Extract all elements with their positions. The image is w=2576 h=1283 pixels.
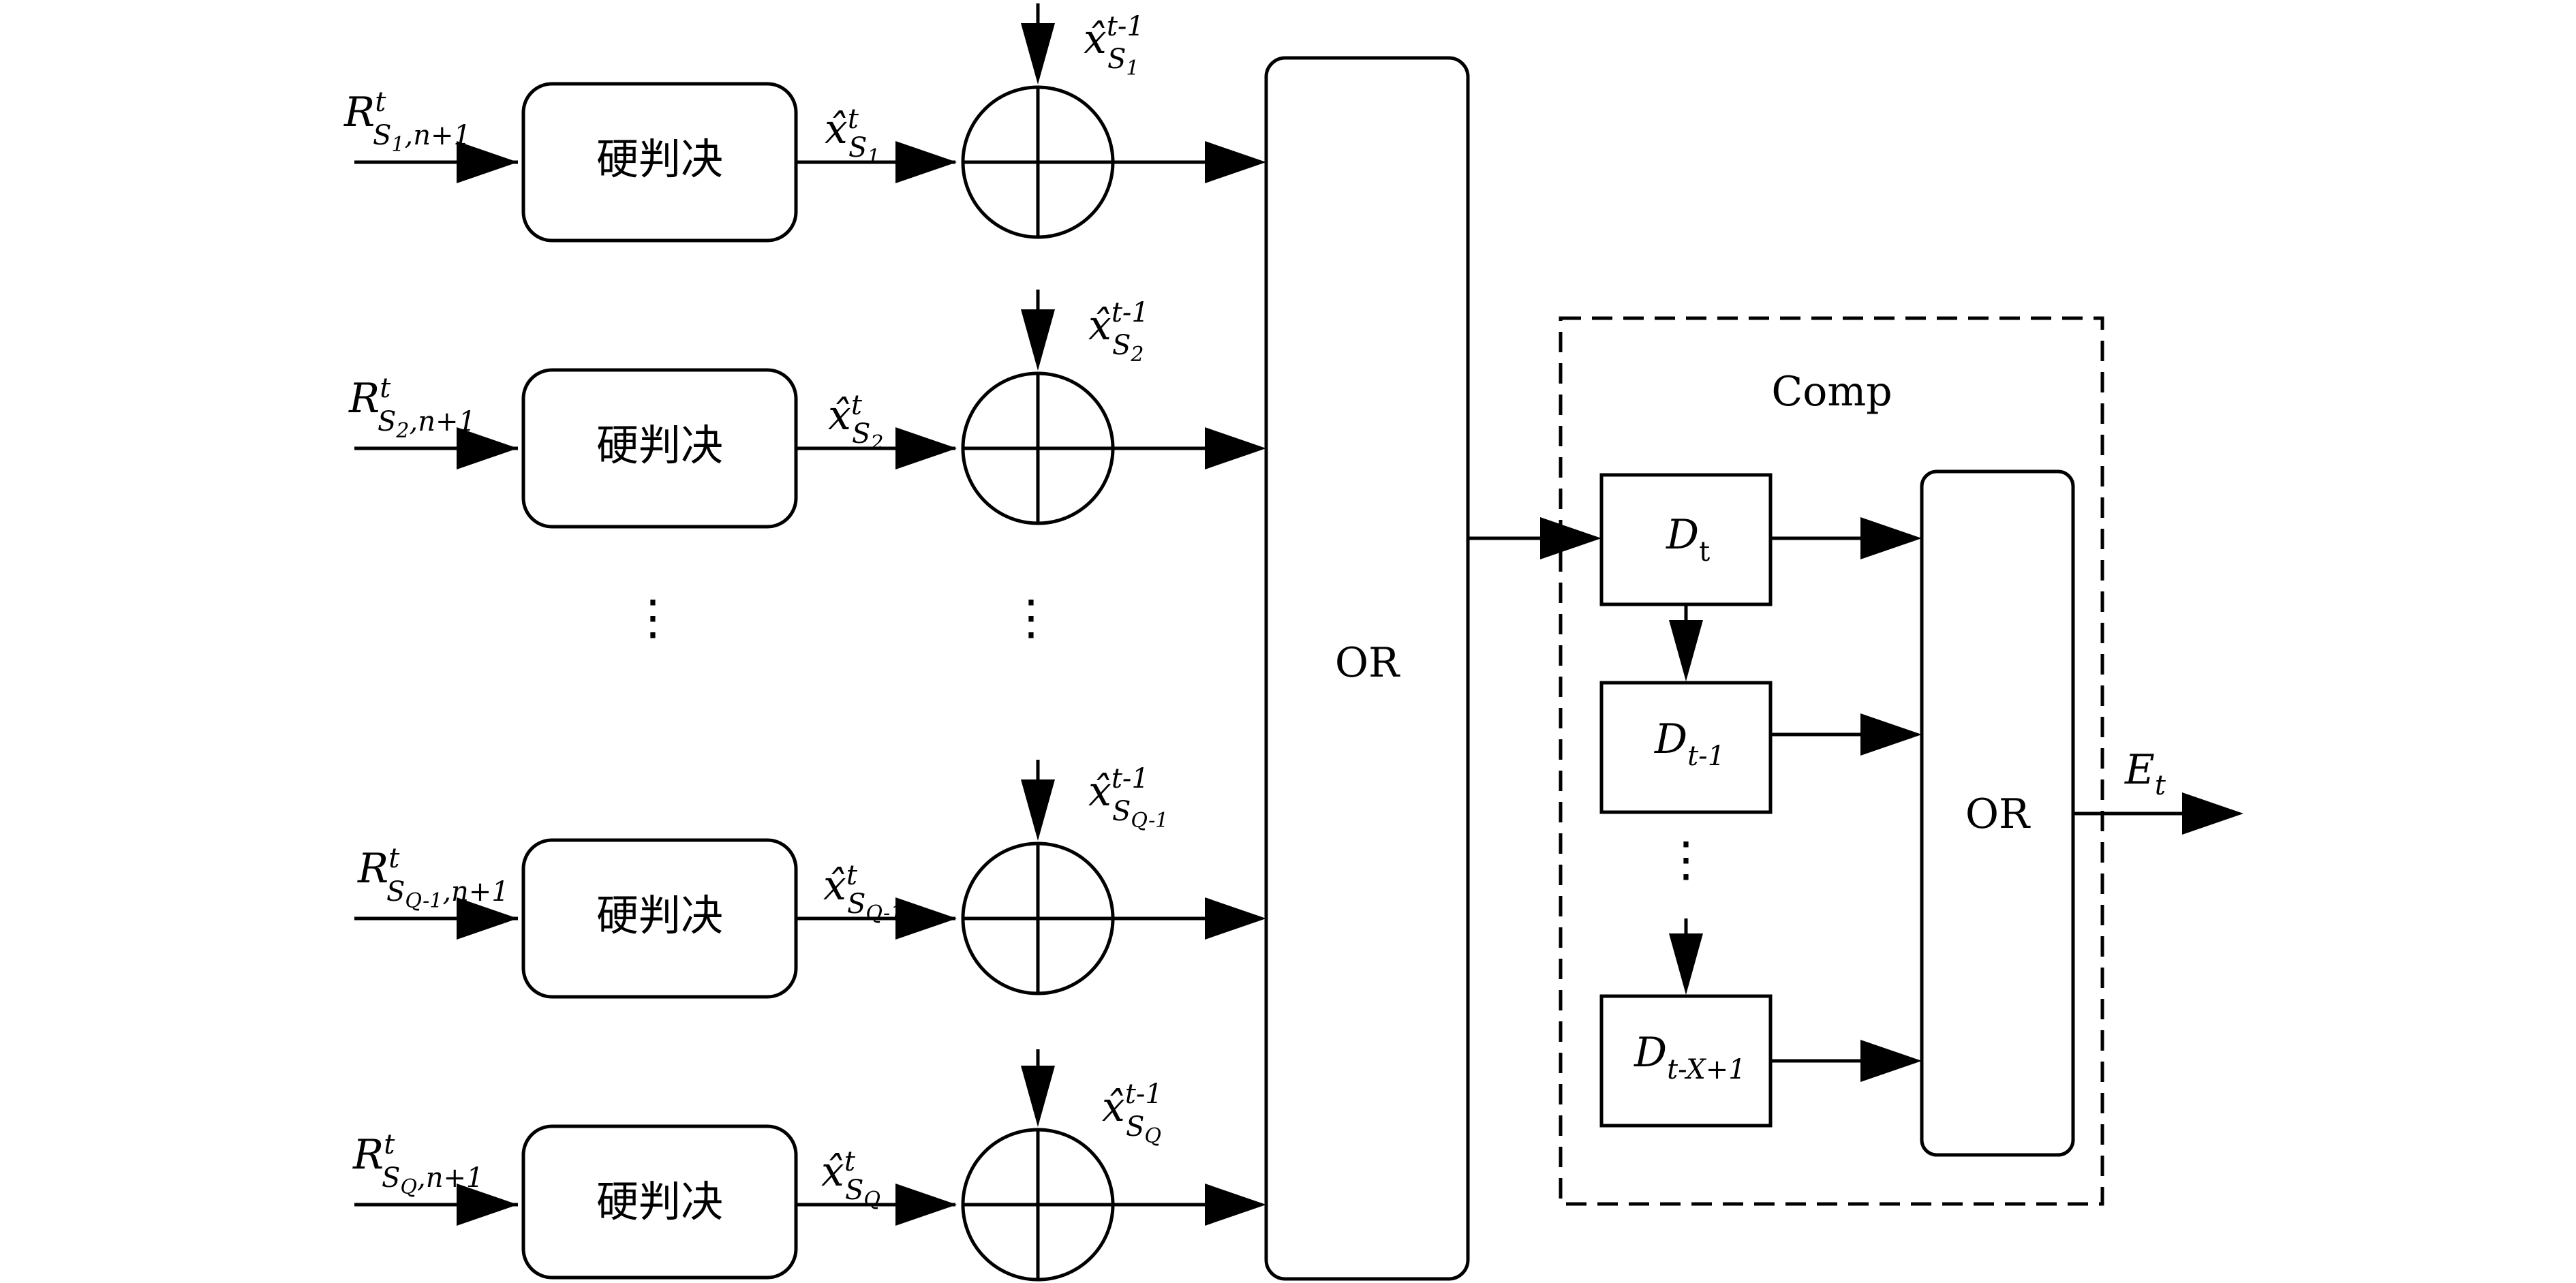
or-gate-main-label: OR: [1335, 639, 1400, 687]
or-gate-comp-label: OR: [1965, 790, 2031, 838]
arrow-down-icon: [1021, 779, 1055, 841]
arrow-icon: [1205, 1184, 1266, 1226]
arrow-icon: [1205, 897, 1266, 940]
arrow-down-icon: [1021, 23, 1055, 84]
ellipsis-decision: ⋮: [629, 589, 677, 645]
comp-boundary: [1559, 316, 2104, 1206]
hard-decision-label: 硬判决: [596, 891, 723, 940]
or-gate-main: [1264, 56, 1470, 1281]
arrow-down-icon: [1669, 620, 1703, 681]
output-label: Et: [2124, 746, 2166, 801]
arrow-down-icon: [1669, 933, 1703, 995]
arrow-icon: [1860, 1040, 1922, 1082]
ellipsis-adder: ⋮: [1007, 589, 1055, 645]
arrow-icon: [895, 141, 957, 183]
register-d-t-x-plus-1: [1599, 994, 1773, 1128]
register-d-t-1: [1599, 681, 1773, 814]
register-d-t-label: Dt: [1666, 511, 1710, 568]
arrow-icon: [895, 427, 957, 469]
arrow-icon: [1860, 517, 1922, 559]
arrow-icon: [1860, 713, 1922, 756]
register-d-t: [1599, 473, 1773, 606]
register-d-t-x-plus-1-label: Dt-X+1: [1634, 1029, 1746, 1085]
arrow-icon: [895, 1184, 957, 1226]
register-d-t-1-label: Dt-1: [1654, 715, 1725, 772]
arrow-icon: [1540, 517, 1601, 559]
arrow-icon: [2182, 792, 2243, 835]
arrow-down-icon: [1021, 309, 1055, 371]
hard-decision-label: 硬判决: [596, 1177, 723, 1226]
arrow-icon: [895, 897, 957, 940]
arrow-icon: [1205, 427, 1266, 469]
hard-decision-block-4: [521, 1124, 798, 1280]
arrow-down-icon: [1021, 1066, 1055, 1127]
comp-title: Comp: [1771, 368, 1892, 416]
comp-block: Comp Dt Dt-1 ⋮ Dt-X+1 OR: [1559, 316, 2104, 1206]
ellipsis-registers: ⋮: [1662, 831, 1710, 887]
hard-decision-label: 硬判决: [596, 134, 723, 184]
arrow-icon: [1205, 141, 1266, 183]
hard-decision-label: 硬判决: [596, 420, 723, 470]
